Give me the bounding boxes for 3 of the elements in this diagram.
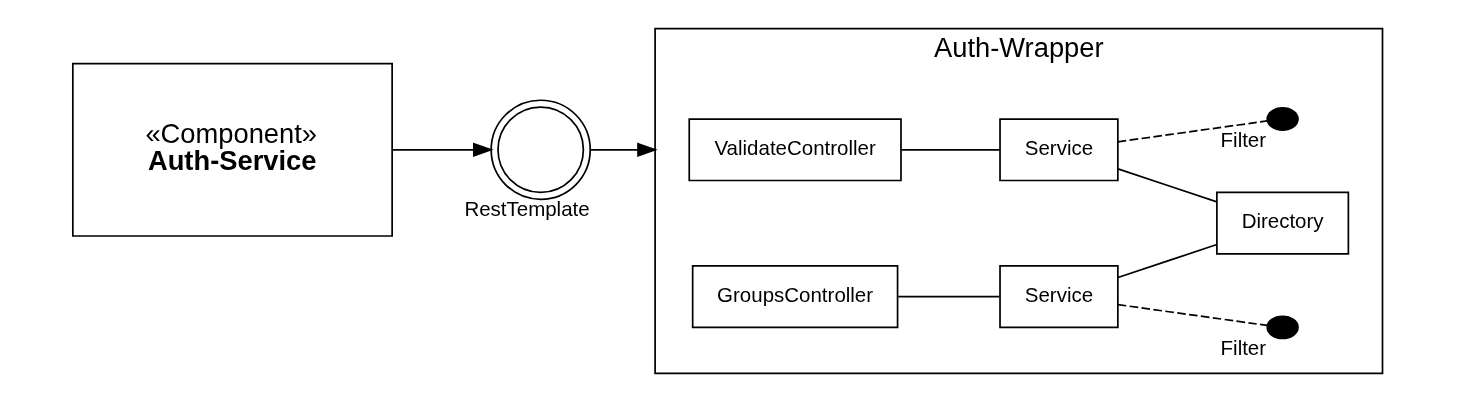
node-label: Filter	[1220, 335, 1266, 359]
node-label: RestTemplate	[463, 196, 590, 220]
node-label: Filter	[1220, 127, 1266, 151]
